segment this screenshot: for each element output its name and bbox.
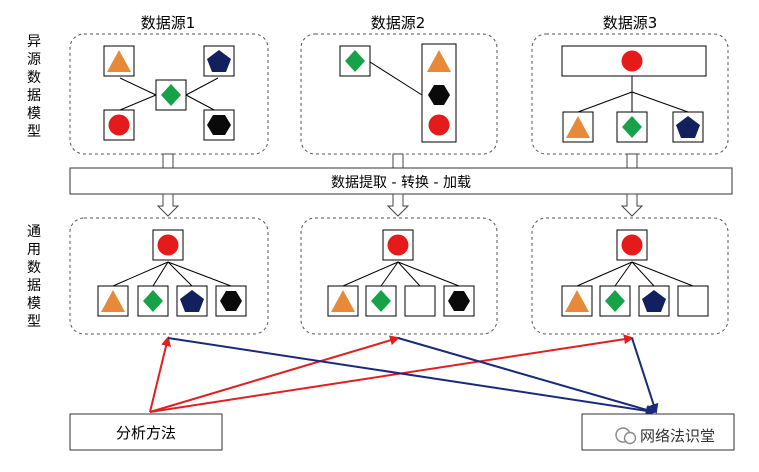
triangle-icon [107,50,131,72]
pentagon-icon [642,290,666,312]
blue-arrow-from-model-1 [167,337,656,416]
red-arrow-to-model-2 [149,335,400,413]
source-3-box [531,33,729,155]
svg-text:数: 数 [27,70,41,86]
common-model-3-box [531,217,729,335]
hexagon-icon [428,85,450,105]
analysis-method-box [69,413,223,451]
diamond-icon [143,290,163,312]
svg-text:通: 通 [27,224,41,240]
common-model-3-tree [561,229,709,317]
down-arrow-icon [620,193,644,217]
svg-text:用: 用 [27,242,41,258]
diamond-icon [605,290,625,312]
hetero-model-label: 异 源 数 据 模 型 [27,34,41,140]
hexagon-icon [220,291,242,311]
analysis-method-label: 分析方法 [116,424,176,442]
svg-text:据: 据 [27,278,41,294]
blue-arrow-from-model-3 [631,337,659,414]
triangle-icon [101,290,125,312]
circle-icon [621,50,643,72]
watermark-text: 网络法识堂 [640,427,715,445]
common-model-1-box [69,217,269,335]
red-arrow-to-model-1 [149,336,171,413]
svg-text:模: 模 [27,106,41,122]
svg-text:源: 源 [27,52,41,68]
red-arrow-to-model-3 [149,334,634,413]
common-model-1-tree [97,229,247,317]
diamond-icon [622,116,642,138]
blue-arrow-from-model-2 [397,337,656,415]
diamond-icon [345,50,365,72]
common-model-2-tree [327,229,475,317]
down-arrow-icon [386,193,410,217]
triangle-icon [565,290,589,312]
diamond-icon [161,84,181,106]
pentagon-icon [676,116,700,138]
svg-text:异: 异 [27,34,41,50]
svg-text:型: 型 [27,124,41,140]
etl-bar [69,167,733,195]
down-arrows [156,193,644,217]
svg-text:数: 数 [27,260,41,276]
pentagon-icon [180,290,204,312]
triangle-icon [427,50,451,72]
source-3-title: 数据源3 [603,14,658,32]
analysis-arrows [149,334,659,416]
triangle-icon [566,116,590,138]
source-1-title: 数据源1 [141,14,196,32]
watermark: 网络法识堂 [615,427,715,445]
svg-text:型: 型 [27,314,41,330]
top-connectors [162,153,638,169]
svg-text:模: 模 [27,296,41,312]
diamond-icon [371,290,391,312]
triangle-icon [331,290,355,312]
source-2-title: 数据源2 [371,14,426,32]
common-model-2-box [300,217,498,335]
circle-icon [387,234,409,256]
circle-icon [428,114,450,136]
svg-text:据: 据 [27,88,41,104]
source-3-content [561,45,707,143]
pentagon-icon [207,50,231,72]
down-arrow-icon [156,193,180,217]
hexagon-icon [448,291,470,311]
empty-slot [404,285,436,317]
empty-slot [677,285,709,317]
source-1-content [103,45,235,141]
source-2-content [339,43,457,143]
circle-icon [108,114,130,136]
circle-icon [621,234,643,256]
circle-icon [157,234,179,256]
etl-bar-label: 数据提取 - 转换 - 加载 [331,174,471,191]
common-model-label: 通 用 数 据 模 型 [27,224,41,330]
source-2-box [300,33,498,155]
result-box [581,413,735,451]
hexagon-icon [207,115,231,135]
